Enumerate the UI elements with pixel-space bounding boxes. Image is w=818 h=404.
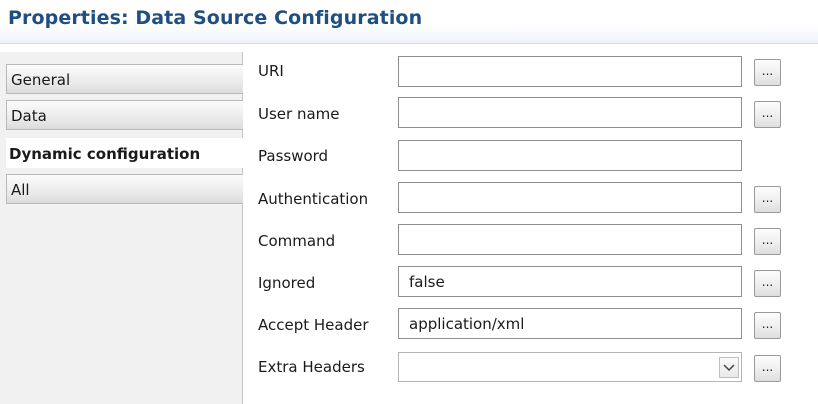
tab-all[interactable]: All	[6, 174, 243, 204]
uri-field[interactable]	[398, 56, 742, 87]
uri-label: URI	[258, 62, 284, 80]
uri-browse-button[interactable]: ...	[754, 59, 781, 86]
accept-header-field[interactable]: application/xml	[398, 308, 742, 339]
extra-headers-label: Extra Headers	[258, 358, 365, 376]
accept-header-label: Accept Header	[258, 316, 369, 334]
tab-general[interactable]: General	[6, 64, 243, 94]
user-name-field[interactable]	[398, 97, 742, 128]
ignored-field[interactable]: false	[398, 266, 742, 297]
command-browse-button[interactable]: ...	[754, 228, 781, 255]
command-label: Command	[258, 232, 336, 250]
authentication-field[interactable]	[398, 182, 742, 213]
tab-dynamic-configuration[interactable]: Dynamic configuration	[6, 138, 244, 168]
authentication-browse-button[interactable]: ...	[754, 186, 781, 213]
properties-title-bar: Properties: Data Source Configuration	[0, 0, 818, 44]
panel-title: Properties: Data Source Configuration	[8, 7, 423, 29]
extra-headers-browse-button[interactable]: ...	[754, 355, 781, 382]
user-name-label: User name	[258, 105, 340, 123]
password-field[interactable]	[398, 140, 742, 171]
user-name-browse-button[interactable]: ...	[754, 101, 781, 128]
accept-header-browse-button[interactable]: ...	[754, 312, 781, 339]
extra-headers-combo[interactable]	[398, 352, 742, 382]
command-field[interactable]	[398, 224, 742, 255]
tab-sidebar: General Data Dynamic configuration All	[0, 52, 244, 404]
ignored-browse-button[interactable]: ...	[754, 270, 781, 297]
chevron-down-icon[interactable]	[719, 357, 739, 378]
authentication-label: Authentication	[258, 190, 369, 208]
password-label: Password	[258, 147, 329, 165]
ignored-label: Ignored	[258, 274, 316, 292]
tab-data[interactable]: Data	[6, 100, 243, 130]
